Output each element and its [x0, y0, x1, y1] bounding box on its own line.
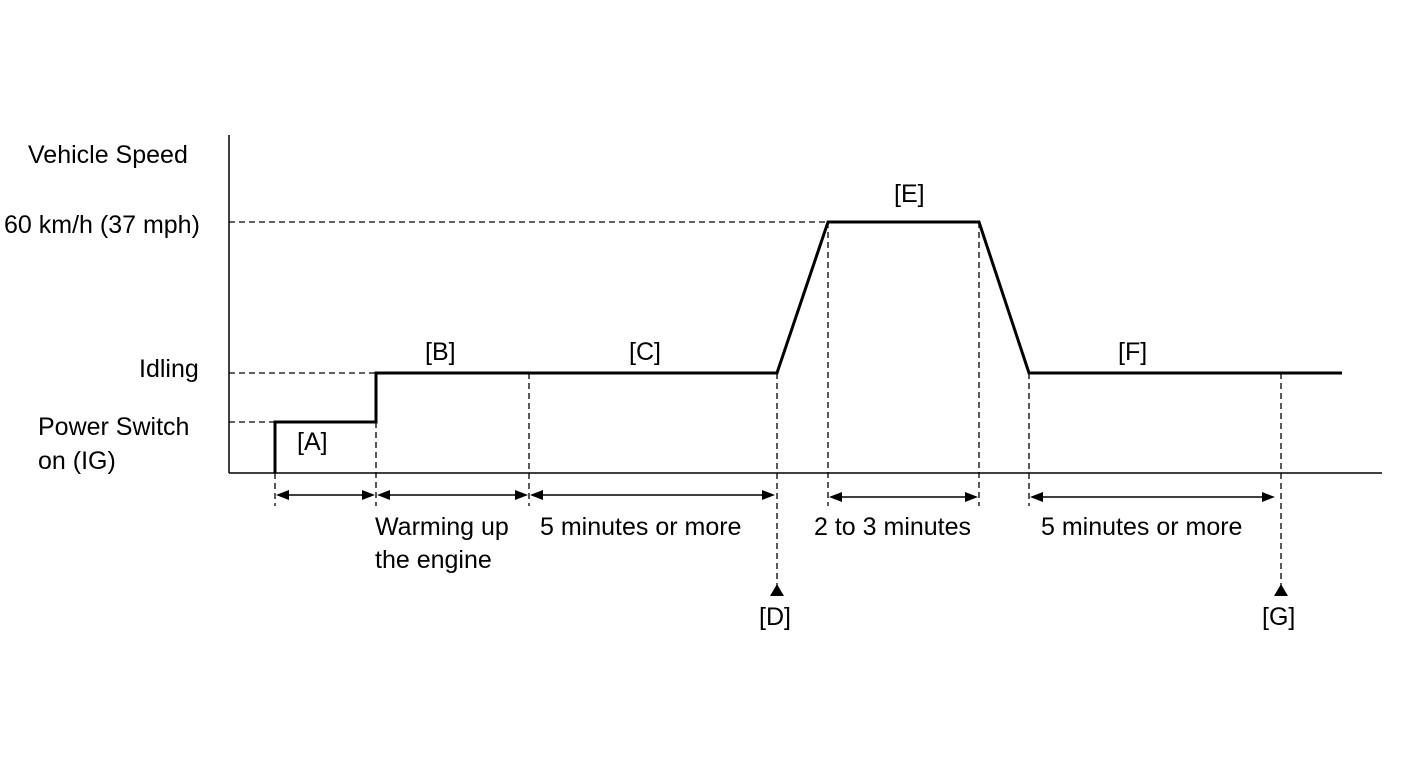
arrow-b [377, 490, 528, 500]
level-guides [229, 221, 827, 423]
marker-g-triangle [1274, 584, 1288, 596]
marker-g-label: [G] [1262, 603, 1295, 631]
segment-f-label: [F] [1118, 338, 1147, 366]
duration-b-label-line2: the engine [375, 546, 492, 574]
segment-e-label: [E] [894, 180, 925, 208]
power-switch-label-line1: Power Switch [38, 413, 189, 441]
segment-b-label: [B] [425, 338, 456, 366]
segment-a-label: [A] [297, 428, 328, 456]
duration-b-label-line1: Warming up [375, 513, 509, 541]
marker-d-label: [D] [759, 603, 791, 631]
marker-d-triangle [770, 584, 784, 596]
arrow-a [276, 490, 375, 500]
speed-profile-line [273, 220, 1342, 473]
speed-level-label: 60 km/h (37 mph) [4, 211, 200, 239]
arrow-f [1030, 492, 1275, 502]
duration-c-label: 5 minutes or more [540, 513, 741, 541]
power-switch-label-line2: on (IG) [38, 447, 116, 475]
y-axis-title: Vehicle Speed [28, 141, 188, 169]
idling-level-label: Idling [139, 355, 199, 383]
duration-arrows [276, 490, 1275, 502]
arrow-e [829, 492, 978, 502]
arrow-c [530, 490, 775, 500]
duration-f-label: 5 minutes or more [1041, 513, 1242, 541]
phase-dividers [274, 222, 1282, 592]
segment-c-label: [C] [629, 338, 661, 366]
duration-e-label: 2 to 3 minutes [814, 513, 971, 541]
